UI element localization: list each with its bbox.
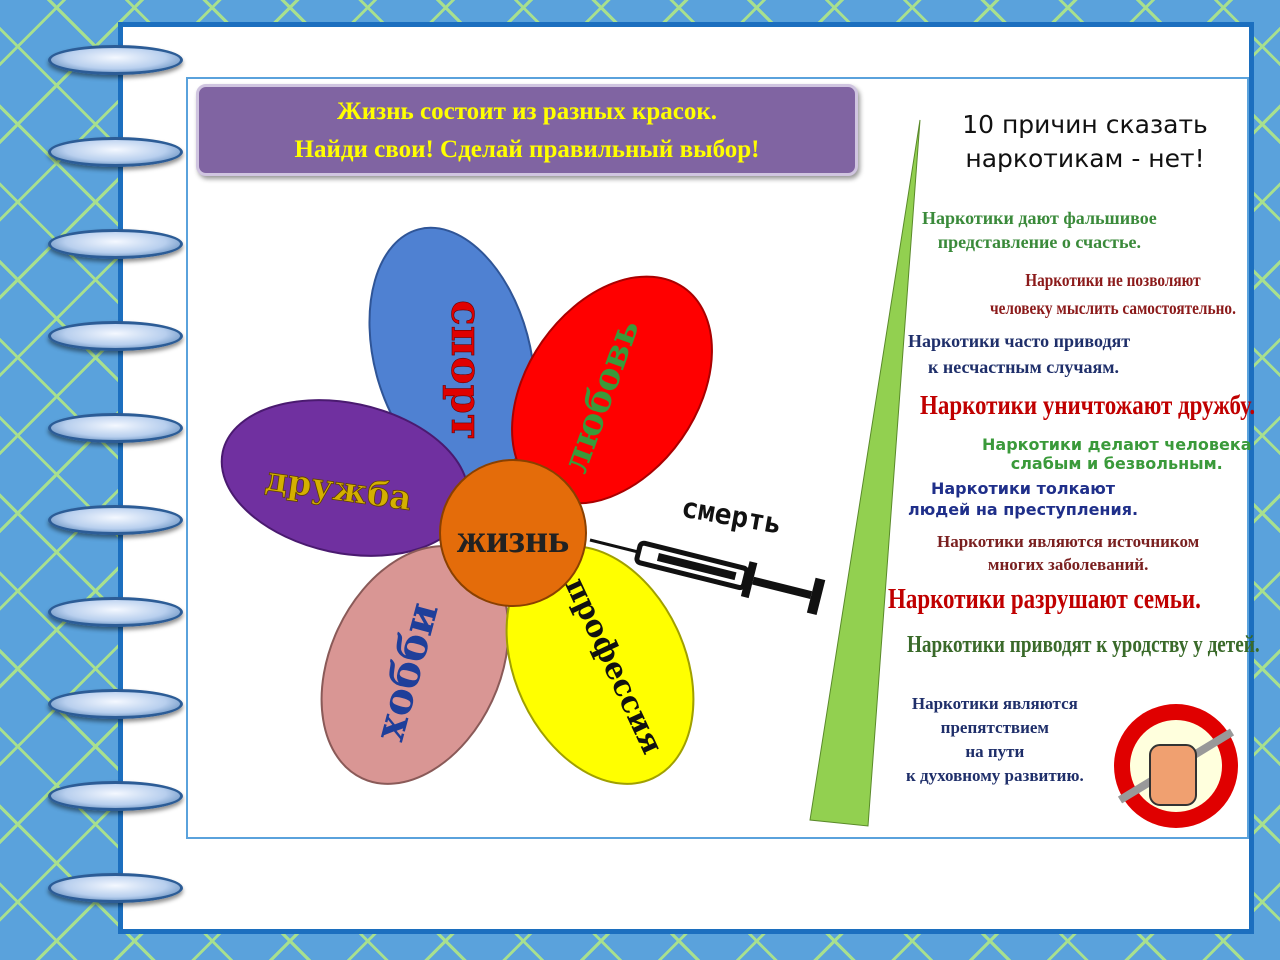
petal-label-sport: спорт	[442, 300, 491, 440]
reason-9: Наркотики приводят к уродству у детей.	[907, 632, 1260, 659]
syringe-icon	[589, 538, 826, 616]
reason-line: Наркотики толкают	[930, 479, 1116, 498]
reason-line: Наркотики являются источником	[937, 532, 1200, 551]
reason-8: Наркотики разрушают семьи.	[888, 584, 1201, 616]
death-label: смерть	[679, 491, 784, 541]
binder-ring	[48, 781, 183, 811]
reason-7: Наркотики являются источником многих забо…	[937, 530, 1199, 576]
green-wedge	[809, 119, 921, 827]
binder-ring	[48, 505, 183, 535]
reasons-title-line-1: 10 причин сказать	[962, 110, 1208, 139]
petal-profession: профессия	[505, 545, 695, 785]
reason-line: на пути	[965, 742, 1025, 761]
reason-3: Наркотики часто приводят к несчастным слу…	[908, 328, 1130, 380]
reasons-title: 10 причин сказать наркотикам - нет!	[945, 108, 1225, 176]
binder-ring	[48, 597, 183, 627]
binder-ring	[48, 229, 183, 259]
binder-ring	[48, 413, 183, 443]
reason-6: Наркотики толкают людей на преступления.	[908, 478, 1138, 520]
binder-ring	[48, 45, 183, 75]
binder-ring	[48, 137, 183, 167]
reason-1: Наркотики дают фальшивое представление о …	[922, 206, 1157, 254]
banner-line-1: Жизнь состоит из разных красок.	[336, 98, 717, 125]
reason-line: Наркотики являются	[911, 694, 1078, 713]
petal-love: любовь	[511, 275, 713, 505]
reason-line: препятствием	[940, 718, 1050, 737]
reason-line: к духовному развитию.	[906, 766, 1084, 785]
center-label: жизнь	[457, 516, 569, 561]
reason-line: людей на преступления.	[908, 500, 1139, 519]
reason-2: Наркотики не позволяют человеку мыслить с…	[990, 266, 1236, 322]
reason-line: Наркотики приводят к уродству у детей.	[907, 632, 1260, 658]
binder-ring	[48, 873, 183, 903]
reason-line: к несчастным случаям.	[928, 357, 1119, 377]
reason-line: представление о счастье.	[937, 232, 1141, 252]
reason-line: Наркотики уничтожают дружбу.	[920, 390, 1256, 420]
petal-sport: спорт	[368, 226, 536, 484]
reasons-title-line-2: наркотикам - нет!	[965, 144, 1205, 173]
title-banner: Жизнь состоит из разных красок. Найди св…	[196, 84, 858, 176]
petal-hobby: хобби	[320, 545, 510, 785]
reason-10: Наркотики являются препятствием на пути к д…	[906, 692, 1084, 788]
banner-line-2: Найди свои! Сделай правильный выбор!	[294, 136, 760, 163]
reason-line: Наркотики делают человека	[982, 435, 1252, 454]
petal-friendship: дружба	[220, 399, 470, 557]
reason-line: Наркотики разрушают семьи.	[888, 584, 1201, 615]
stop-drugs-fist-icon	[1114, 704, 1238, 828]
reason-line: многих заболеваний.	[987, 555, 1149, 574]
binder-ring	[48, 689, 183, 719]
reason-4: Наркотики уничтожают дружбу.	[920, 390, 1255, 421]
reason-line: Наркотики часто приводят	[908, 331, 1131, 351]
reason-line: Наркотики дают фальшивое	[922, 208, 1157, 228]
reason-line: Наркотики не позволяют	[1025, 270, 1201, 290]
reason-line: слабым и безвольным.	[1010, 454, 1223, 473]
reason-line: человеку мыслить самостоятельно.	[990, 298, 1236, 318]
binder-ring	[48, 321, 183, 351]
flower-center: жизнь	[439, 459, 587, 607]
